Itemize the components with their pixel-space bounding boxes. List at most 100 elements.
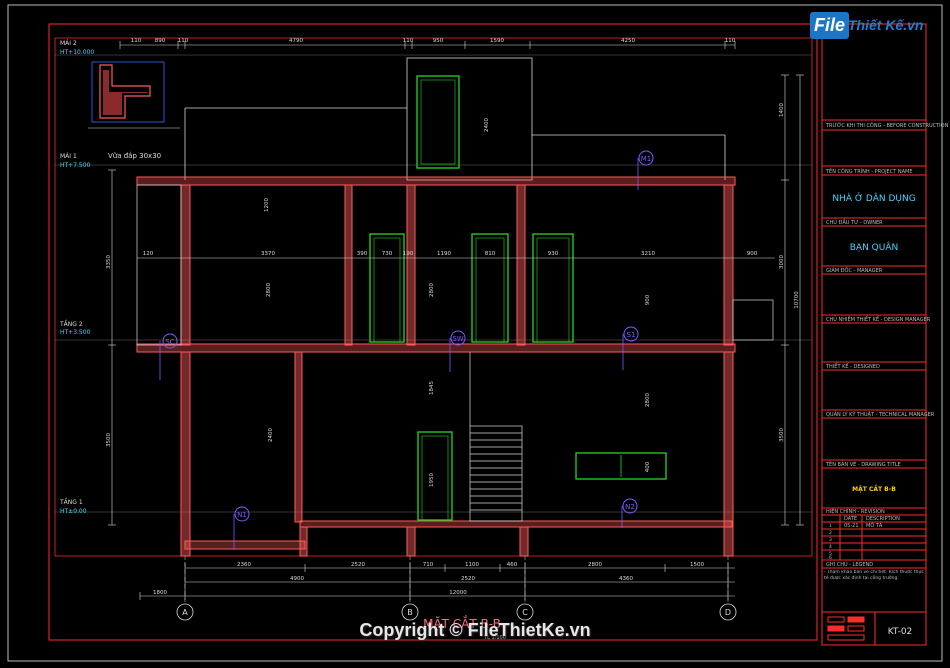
outer-frame [7,4,943,662]
svg-text:1950: 1950 [429,473,435,487]
svg-text:900: 900 [747,251,758,257]
svg-text:1: 1 [829,523,832,529]
svg-text:1590: 1590 [490,38,504,44]
svg-text:810: 810 [485,251,496,257]
level-mai2-elev: HT+10.000 [60,49,94,56]
svg-text:1400: 1400 [779,103,785,117]
tb-row-4: THIẾT KẾ - DESIGNED [825,362,880,370]
tag-circles [162,150,654,522]
svg-text:4900: 4900 [290,576,304,582]
floor-slabs [136,176,736,550]
tb-row-1: TRƯỚC KHI THI CÔNG - BEFORE CONSTRUCTION [825,122,949,129]
svg-text:400: 400 [645,461,651,472]
tb-rev-date-header: DATE [844,516,857,522]
svg-text:4250: 4250 [621,38,635,44]
svg-text:2520: 2520 [351,562,365,568]
drawing-scale: TL 1:100 [483,635,506,641]
tb-row-2: GIÁM ĐỐC - MANAGER [826,266,883,274]
grid-axis-c: C [522,608,528,617]
svg-text:3210: 3210 [641,251,655,257]
logo-file-badge: File [810,12,850,39]
svg-text:2800: 2800 [588,562,602,568]
svg-text:900: 900 [645,294,651,305]
svg-text:1100: 1100 [465,562,479,568]
svg-text:1200: 1200 [264,198,270,212]
floor-row-dims: 120 3370 390 730 190 1190 810 930 3210 9… [143,251,758,257]
tag-sw: SW [452,335,463,343]
doors [369,75,667,521]
svg-text:4790: 4790 [289,38,303,44]
grid-axis-b: B [407,608,413,617]
tb-notes: - Tham khảo bản vẽ chi tiết. Kích thước … [824,570,924,581]
svg-text:4: 4 [829,544,832,550]
tag-leaders [159,158,639,550]
svg-text:110: 110 [725,38,736,44]
top-dims: 110 890 110 4790 110 950 1590 4250 110 [131,38,736,44]
svg-text:2400: 2400 [268,428,274,442]
tb-project-name: NHÀ Ở DÂN DỤNG [832,192,915,204]
grid-axis-d: D [725,608,731,617]
tb-project-label: TÊN CÔNG TRÌNH - PROJECT NAME [825,167,913,175]
tb-rev-date: 05-21 [844,523,859,529]
svg-text:10700: 10700 [794,291,800,309]
walls [180,184,734,557]
svg-text:890: 890 [155,38,166,44]
roof-detail [88,61,180,129]
tag-s1: S1 [627,331,636,339]
right-dim-lines [781,74,804,526]
svg-text:2800: 2800 [429,283,435,297]
tb-sheet-title: MẶT CẮT B-B [852,485,896,493]
tb-rev-numbers: 1 2 3 4 5 6 [829,523,832,561]
left-outer-dim: 1800 [153,590,167,596]
svg-text:2800: 2800 [266,283,272,297]
grid-lines [184,556,729,604]
level-mai2-name: MÁI 2 [60,40,77,47]
svg-text:3350: 3350 [106,255,112,269]
detail-note: Vữa đắp 30x30 [108,151,161,160]
svg-text:2400: 2400 [484,118,490,132]
level-tang1-elev: HT±0.00 [60,508,87,515]
tb-rev-desc-header: DESCRIPTION [866,516,900,522]
svg-text:5: 5 [829,551,832,557]
svg-text:950: 950 [433,38,444,44]
left-dim-lines [108,169,116,526]
level-mai1-name: MÁI 1 [60,153,77,160]
left-parapet [136,184,182,346]
stair [469,352,523,522]
svg-text:1190: 1190 [437,251,451,257]
svg-text:1500: 1500 [690,562,704,568]
svg-text:2800: 2800 [645,393,651,407]
tb-row-6: TÊN BẢN VẼ - DRAWING TITLE [825,460,901,468]
svg-text:390: 390 [357,251,368,257]
left-dims: 3350 3500 [106,255,112,447]
bottom-total-dim: 12000 [449,590,467,596]
level-tang2-name: TẦNG 2 [59,320,83,328]
bottom-dims-1: 2360 2520 710 1100 460 2800 1500 [237,562,704,568]
svg-text:460: 460 [507,562,518,568]
svg-text:4360: 4360 [619,576,633,582]
bottom-dims-2: 4900 2520 4360 [290,576,633,582]
logo-text: Thiết Kế.vn [848,17,924,33]
tb-owner-name: BẠN QUÂN [850,241,899,253]
svg-text:3370: 3370 [261,251,275,257]
door-dims: 2800 2800 2800 2400 1845 2400 400 900 19… [264,118,651,487]
bottom-dim-lines [139,562,735,600]
level-tang1-name: TẦNG 1 [59,498,83,506]
svg-text:110: 110 [178,38,189,44]
svg-text:930: 930 [548,251,559,257]
svg-text:110: 110 [131,38,142,44]
right-dims: 1400 3000 3500 10700 [779,103,800,442]
top-dim-line [119,41,736,49]
svg-text:2360: 2360 [237,562,251,568]
drawing-frame [48,23,818,641]
svg-text:710: 710 [423,562,434,568]
tag-m1: M1 [641,155,652,163]
title-block-frame [821,23,927,646]
site-logo[interactable]: File Thiết Kế.vn [810,12,926,46]
tag-n2: N2 [625,503,635,511]
grid-axis-a: A [182,608,188,617]
tb-row-3: CHỦ NHIỆM THIẾT KẾ - DESIGN MANAGER [826,315,931,323]
svg-text:3500: 3500 [106,433,112,447]
balcony-outline [732,299,774,341]
